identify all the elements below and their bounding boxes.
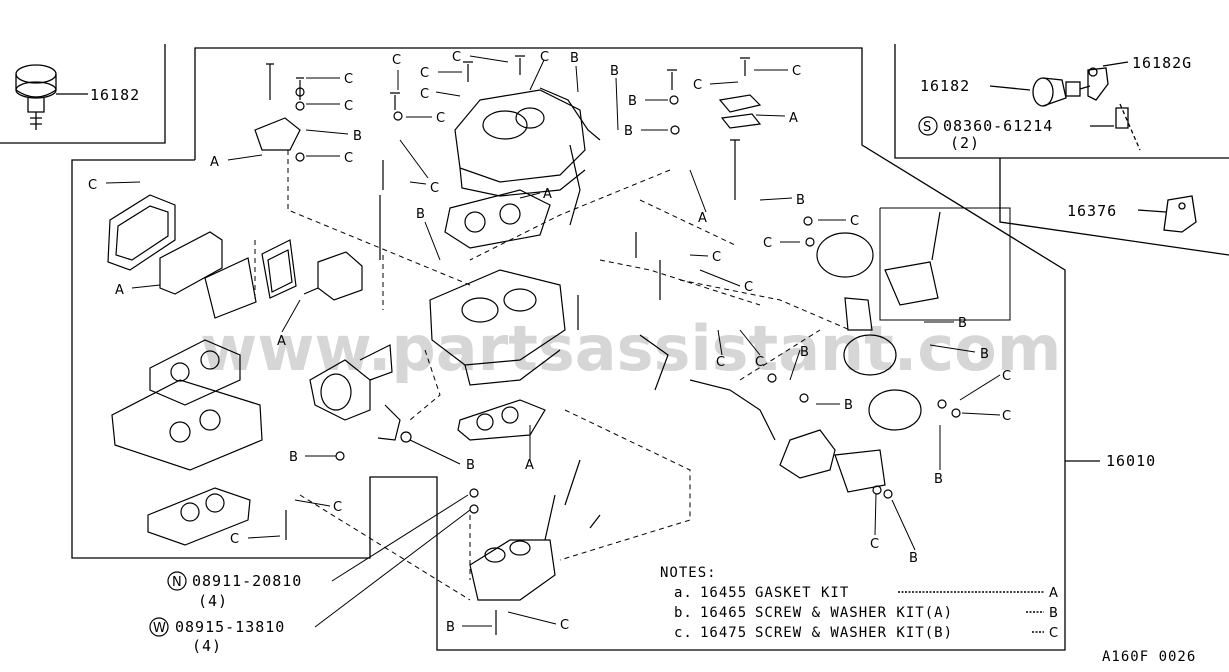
callout-leaders — [105, 55, 1001, 628]
callout-c: C — [230, 532, 239, 547]
callout-b: B — [416, 207, 425, 222]
part-label-16376: 16376 — [1067, 202, 1117, 220]
callout-b: B — [980, 347, 989, 362]
callout-b: B — [628, 94, 637, 109]
callout-a: A — [277, 334, 286, 349]
callout-c: C — [430, 181, 439, 196]
callout-a: A — [543, 187, 552, 202]
callout-c: C — [344, 151, 353, 166]
bracket-part — [1137, 195, 1197, 233]
callout-b: B — [800, 345, 809, 360]
callout-c: C — [452, 50, 461, 65]
callout-c: C — [392, 53, 401, 68]
callout-b: B — [289, 450, 298, 465]
notes-block: NOTES: a. 16455 GASKET KIT A b. 16465 SC… — [660, 565, 1058, 641]
callout-a: A — [698, 211, 707, 226]
callout-a: A — [525, 458, 534, 473]
callout-c: C — [755, 355, 764, 370]
note-kit-b: B — [1049, 606, 1058, 621]
callout-c: C — [712, 250, 721, 265]
part-label-16010: 16010 — [1106, 452, 1156, 470]
callout-c: C — [693, 78, 702, 93]
callout-c: C — [88, 178, 97, 193]
part-label-16182-left: 16182 — [90, 86, 140, 104]
callout-b: B — [624, 124, 633, 139]
callout-c: C — [333, 500, 342, 515]
callout-b: B — [446, 620, 455, 635]
note-label-b: SCREW & WASHER KIT(A) — [755, 605, 953, 621]
figure-code: A160F 0026 — [1102, 649, 1196, 665]
note-label-a: GASKET KIT — [755, 585, 849, 601]
carburetor-exploded-parts — [107, 55, 961, 635]
callout-b: B — [466, 458, 475, 473]
callout-c: C — [420, 87, 429, 102]
callout-c: C — [344, 72, 353, 87]
callout-letters: C C B C A C C C C C C C B B B B C C A C … — [88, 50, 1011, 635]
part-label-16182-right: 16182 — [920, 77, 970, 95]
note-prefix-b: b. — [674, 605, 693, 621]
note-part-c: 16475 — [700, 625, 747, 641]
choke-opener-part — [15, 64, 88, 130]
note-prefix-c: c. — [674, 625, 693, 641]
callout-b: B — [570, 51, 579, 66]
notes-title: NOTES: — [660, 565, 717, 581]
part-qty-08915: (4) — [192, 637, 222, 655]
part-label-08915: 08915-13810 — [175, 618, 285, 636]
note-kit-a: A — [1049, 586, 1058, 601]
callout-a: A — [789, 111, 798, 126]
callout-b: B — [353, 129, 362, 144]
part-label-08911: 08911-20810 — [192, 572, 302, 590]
symbol-s-circle — [918, 116, 938, 136]
note-part-a: 16455 — [700, 585, 747, 601]
callout-c: C — [344, 99, 353, 114]
callout-b: B — [796, 193, 805, 208]
callout-c: C — [763, 236, 772, 251]
choke-opener-assembly — [989, 61, 1141, 151]
callout-b: B — [610, 64, 619, 79]
part-label-08360: 08360-61214 — [943, 117, 1053, 135]
callout-b: B — [958, 316, 967, 331]
symbol-s: S — [923, 120, 931, 135]
part-label-16182g: 16182G — [1132, 54, 1192, 72]
callout-c: C — [560, 618, 569, 633]
callout-c: C — [436, 111, 445, 126]
callout-c: C — [1002, 369, 1011, 384]
note-part-b: 16465 — [700, 605, 747, 621]
watermark: www.partsassistant.com — [200, 312, 1061, 385]
callout-c: C — [1002, 409, 1011, 424]
symbol-n-circle — [167, 571, 187, 591]
part-qty-08911: (4) — [198, 592, 228, 610]
symbol-n: N — [172, 575, 182, 590]
callout-a: A — [210, 155, 219, 170]
callout-c: C — [792, 64, 801, 79]
note-kit-c: C — [1049, 626, 1058, 641]
part-qty-08360: (2) — [950, 134, 980, 152]
symbol-w: W — [153, 621, 166, 636]
callout-b: B — [934, 472, 943, 487]
callout-c: C — [744, 280, 753, 295]
note-prefix-a: a. — [674, 585, 693, 601]
callout-b: B — [909, 551, 918, 566]
callout-c: C — [870, 537, 879, 552]
callout-c: C — [716, 355, 725, 370]
symbol-w-circle — [149, 617, 169, 637]
callout-c: C — [540, 50, 549, 65]
callout-b: B — [844, 398, 853, 413]
callout-c: C — [850, 214, 859, 229]
note-label-c: SCREW & WASHER KIT(B) — [755, 625, 953, 641]
callout-c: C — [420, 66, 429, 81]
frame-lines — [0, 44, 1229, 651]
callout-a: A — [115, 283, 124, 298]
